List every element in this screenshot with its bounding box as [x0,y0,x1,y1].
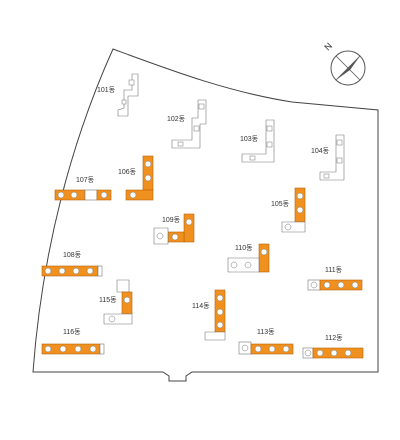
building-106[interactable]: 106동 [118,155,154,201]
building-103[interactable]: 103동 [240,119,275,163]
building-105[interactable]: 105동 [271,187,306,233]
site-boundary [32,48,379,382]
building-label-102: 102동 [167,115,186,123]
building-label-106: 106동 [118,168,137,176]
building-label-111: 111동 [325,266,343,274]
building-112[interactable]: 112동 [302,334,364,359]
building-label-108: 108동 [63,251,82,259]
building-108[interactable]: 108동 [41,251,103,277]
building-label-107: 107동 [76,176,95,184]
building-label-115: 115동 [99,296,117,304]
building-label-104: 104동 [311,147,330,155]
building-107[interactable]: 107동 [54,176,112,201]
building-label-101: 101동 [97,86,116,94]
building-label-112: 112동 [325,334,343,342]
compass-icon: N [322,41,366,86]
building-label-103: 103동 [240,135,259,143]
building-115[interactable]: 115동 [99,279,133,325]
building-101[interactable]: 101동 [97,73,139,117]
building-110[interactable]: 110동 [227,243,270,273]
building-label-113: 113동 [257,328,275,336]
building-label-114: 114동 [192,302,210,310]
building-label-109: 109동 [162,216,181,224]
building-111[interactable]: 111동 [307,266,363,291]
building-113[interactable]: 113동 [238,328,294,355]
building-104[interactable]: 104동 [311,134,345,181]
compass-north-label: N [322,41,334,53]
building-label-116: 116동 [63,328,81,336]
building-116[interactable]: 116동 [41,328,105,355]
building-109[interactable]: 109동 [153,213,195,245]
building-label-110: 110동 [235,244,253,252]
building-102[interactable]: 102동 [167,99,207,149]
building-label-105: 105동 [271,200,290,208]
building-114[interactable]: 114동 [192,289,226,341]
